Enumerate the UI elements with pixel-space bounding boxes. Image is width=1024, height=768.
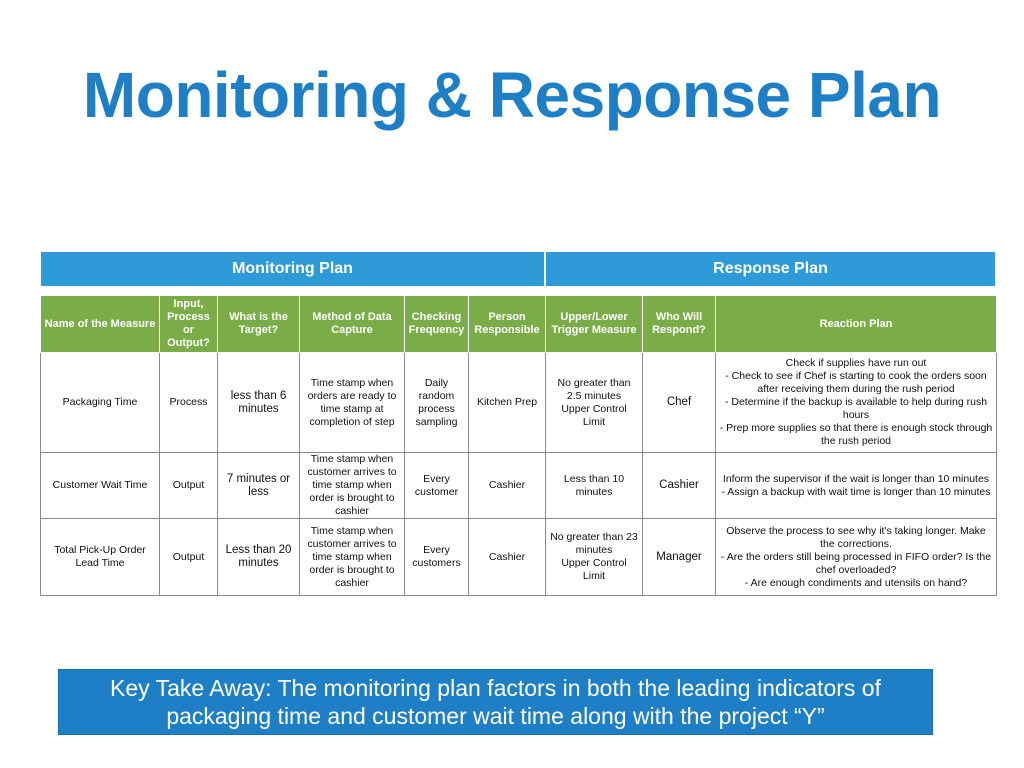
cell-type: Output — [159, 452, 218, 519]
cell-reaction: Check if supplies have run out - Check t… — [715, 352, 997, 453]
col-header-type: Input, Process or Output? — [159, 295, 218, 353]
monitoring-response-table: Name of the Measure Input, Process or Ou… — [40, 295, 997, 596]
monitoring-plan-header: Monitoring Plan — [40, 251, 545, 287]
key-takeaway-box: Key Take Away: The monitoring plan facto… — [58, 669, 933, 735]
col-header-measure: Name of the Measure — [40, 295, 160, 353]
cell-responsible: Kitchen Prep — [468, 352, 546, 453]
cell-target: Less than 20 minutes — [217, 518, 300, 596]
table-row: Packaging Time Process less than 6 minut… — [40, 352, 997, 453]
col-header-frequency: Checking Frequency — [404, 295, 469, 353]
cell-trigger: No greater than 2.5 minutes Upper Contro… — [545, 352, 643, 453]
cell-responder: Manager — [642, 518, 716, 596]
cell-responder: Chef — [642, 352, 716, 453]
slide-title: Monitoring & Response Plan — [82, 59, 942, 131]
table-row: Total Pick-Up Order Lead Time Output Les… — [40, 518, 997, 596]
cell-trigger: Less than 10 minutes — [545, 452, 643, 519]
cell-measure: Customer Wait Time — [40, 452, 160, 519]
cell-method: Time stamp when customer arrives to time… — [299, 518, 405, 596]
col-header-responder: Who Will Respond? — [642, 295, 716, 353]
cell-target: 7 minutes or less — [217, 452, 300, 519]
cell-method: Time stamp when orders are ready to time… — [299, 352, 405, 453]
cell-responsible: Cashier — [468, 518, 546, 596]
cell-frequency: Every customer — [404, 452, 469, 519]
col-header-reaction: Reaction Plan — [715, 295, 997, 353]
key-takeaway-text: Key Take Away: The monitoring plan facto… — [110, 675, 881, 729]
plan-section-header: Monitoring Plan Response Plan — [40, 251, 996, 287]
response-plan-header: Response Plan — [545, 251, 996, 287]
cell-method: Time stamp when customer arrives to time… — [299, 452, 405, 519]
col-header-trigger: Upper/Lower Trigger Measure — [545, 295, 643, 353]
cell-responsible: Cashier — [468, 452, 546, 519]
cell-trigger: No greater than 23 minutes Upper Control… — [545, 518, 643, 596]
cell-reaction: Observe the process to see why it's taki… — [715, 518, 997, 596]
cell-frequency: Daily random process sampling — [404, 352, 469, 453]
col-header-target: What is the Target? — [217, 295, 300, 353]
cell-type: Process — [159, 352, 218, 453]
cell-measure: Total Pick-Up Order Lead Time — [40, 518, 160, 596]
cell-type: Output — [159, 518, 218, 596]
col-header-responsible: Person Responsible — [468, 295, 546, 353]
cell-reaction: Inform the supervisor if the wait is lon… — [715, 452, 997, 519]
cell-measure: Packaging Time — [40, 352, 160, 453]
table-header-row: Name of the Measure Input, Process or Ou… — [40, 295, 997, 353]
cell-frequency: Every customers — [404, 518, 469, 596]
cell-target: less than 6 minutes — [217, 352, 300, 453]
col-header-method: Method of Data Capture — [299, 295, 405, 353]
table-row: Customer Wait Time Output 7 minutes or l… — [40, 452, 997, 519]
cell-responder: Cashier — [642, 452, 716, 519]
